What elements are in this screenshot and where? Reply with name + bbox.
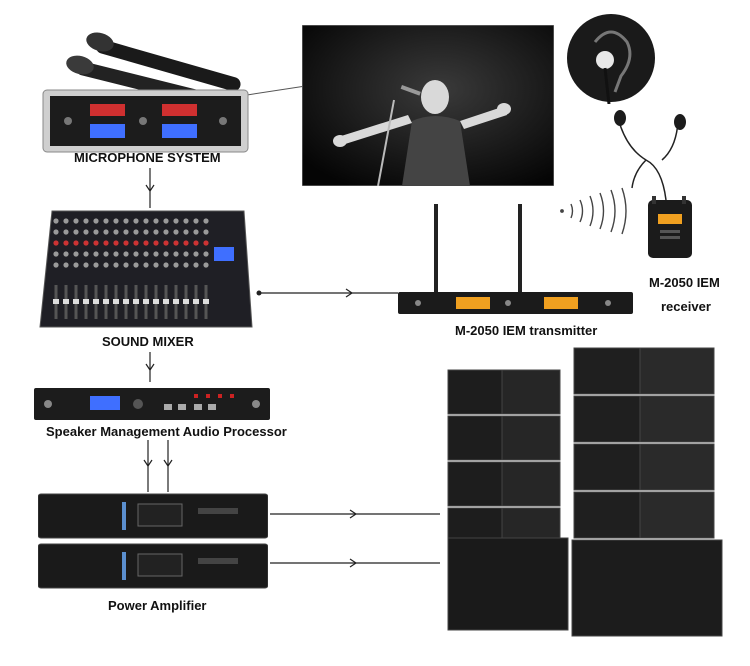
line-array-speakers xyxy=(440,340,730,640)
sound-mixer xyxy=(38,207,254,331)
amplifier-unit-1 xyxy=(38,494,268,538)
audio-processor xyxy=(34,382,270,424)
microphone-system xyxy=(38,32,253,154)
iem-transmitter-label: M-2050 IEM transmitter xyxy=(455,323,597,338)
sound-mixer-label: SOUND MIXER xyxy=(102,334,194,349)
audio-processor-label: Speaker Management Audio Processor xyxy=(46,424,287,439)
iem-receiver-label-line2: receiver xyxy=(661,299,711,314)
microphone-system-label: MICROPHONE SYSTEM xyxy=(74,150,221,165)
iem-receiver-label-line1: M-2050 IEM xyxy=(649,275,720,290)
performer-photo xyxy=(302,25,554,186)
amplifier-unit-2 xyxy=(38,544,268,588)
earphones-icon xyxy=(606,108,702,204)
power-amplifier xyxy=(38,492,268,592)
iem-transmitter xyxy=(398,200,633,320)
iem-receiver xyxy=(646,196,694,260)
in-ear-monitor-icon xyxy=(565,12,657,104)
power-amplifier-label: Power Amplifier xyxy=(108,598,206,613)
